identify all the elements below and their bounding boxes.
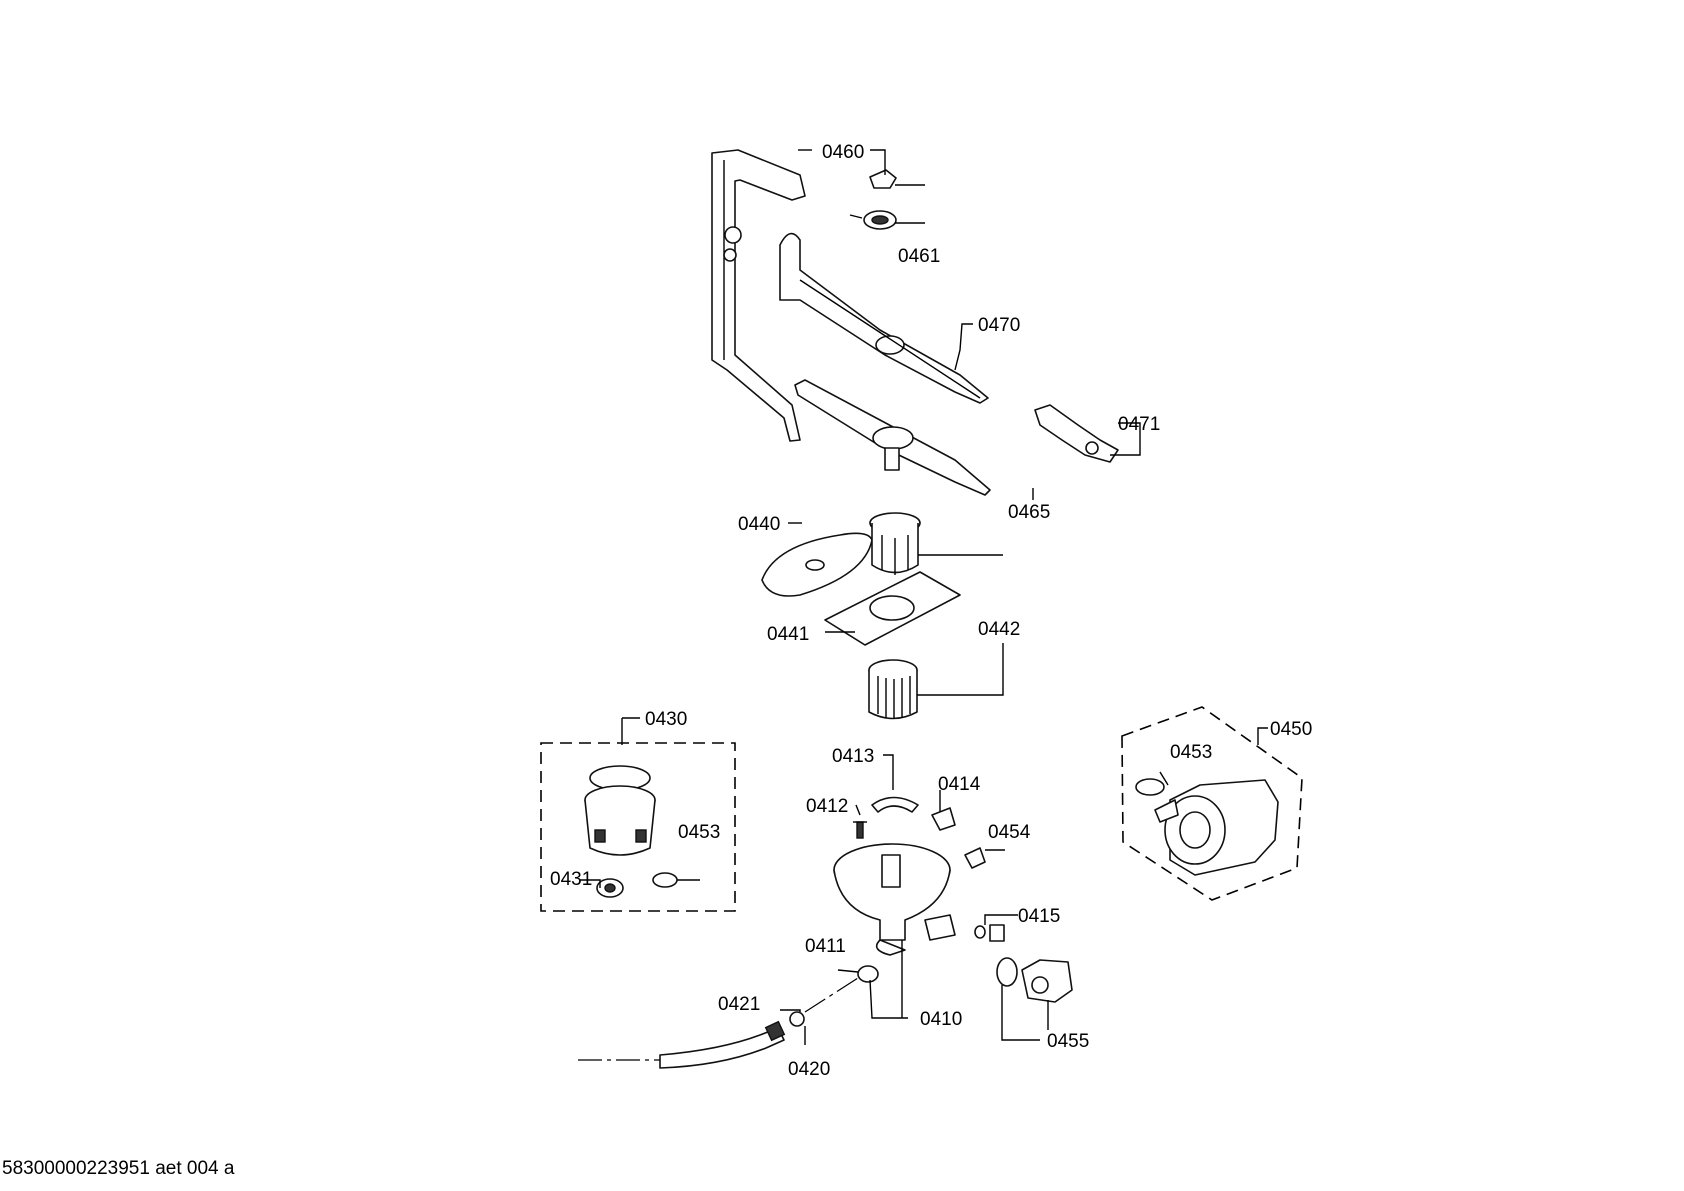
drawing-code: 58300000223951 aet 004 a <box>2 1158 235 1179</box>
seal-0413 <box>871 796 919 813</box>
label-0453-left: 0453 <box>678 822 720 843</box>
bracket-0471 <box>1034 404 1119 463</box>
lever-0454 <box>964 847 986 869</box>
supply-pipe <box>711 149 806 442</box>
micro-filter-0440 <box>761 532 873 597</box>
cylinder-filter-0442 <box>868 659 918 720</box>
clip-0414 <box>931 807 956 831</box>
label-0414: 0414 <box>938 774 981 795</box>
label-0453-right: 0453 <box>1170 742 1212 763</box>
cap-0431 <box>596 878 624 898</box>
drain-hose <box>659 1011 805 1069</box>
clamp-0453-left <box>652 872 678 888</box>
label-0470: 0470 <box>978 315 1020 336</box>
label-0442: 0442 <box>978 619 1020 640</box>
label-0440: 0440 <box>738 514 780 535</box>
label-0441: 0441 <box>767 624 809 645</box>
label-0412: 0412 <box>806 796 848 817</box>
label-0430: 0430 <box>645 709 687 730</box>
hose-axis-line-2 <box>804 977 859 1013</box>
nut-0461 <box>863 210 897 230</box>
part-labels: 0460 0461 0470 0471 0465 0440 0441 0442 … <box>550 142 1312 1080</box>
heater-module-0455 <box>1021 959 1073 1003</box>
ring-0455 <box>996 957 1018 987</box>
label-0465: 0465 <box>1008 502 1050 523</box>
label-0421: 0421 <box>718 994 760 1015</box>
label-0461: 0461 <box>898 246 940 267</box>
label-0455: 0455 <box>1047 1031 1089 1052</box>
label-0420: 0420 <box>788 1059 830 1080</box>
label-0460: 0460 <box>822 142 864 163</box>
label-0431: 0431 <box>550 869 592 890</box>
lower-spray-arm <box>794 379 991 496</box>
label-0410: 0410 <box>920 1009 962 1030</box>
upper-spray-arm <box>779 232 989 404</box>
group-box-0450 <box>1121 706 1303 901</box>
label-0450: 0450 <box>1270 719 1312 740</box>
label-0454: 0454 <box>988 822 1031 843</box>
label-0471: 0471 <box>1118 414 1160 435</box>
sleeve-0411 <box>857 965 879 983</box>
clamp-0453-right <box>1135 778 1165 796</box>
oring-0415 <box>974 924 1005 942</box>
filter-cylinder <box>869 512 921 575</box>
sump-0410 <box>833 843 956 956</box>
clip-0460 <box>869 169 897 189</box>
leader-lines <box>580 149 1268 1045</box>
group-box-0430 <box>540 742 736 912</box>
label-0413: 0413 <box>832 746 874 767</box>
label-0411: 0411 <box>805 936 846 957</box>
pump-seal-0430 <box>584 765 656 856</box>
fine-filter-0441 <box>824 571 961 646</box>
circulation-pump-0450 <box>1154 779 1279 876</box>
label-0415: 0415 <box>1018 906 1060 927</box>
screw-0412 <box>853 821 867 839</box>
